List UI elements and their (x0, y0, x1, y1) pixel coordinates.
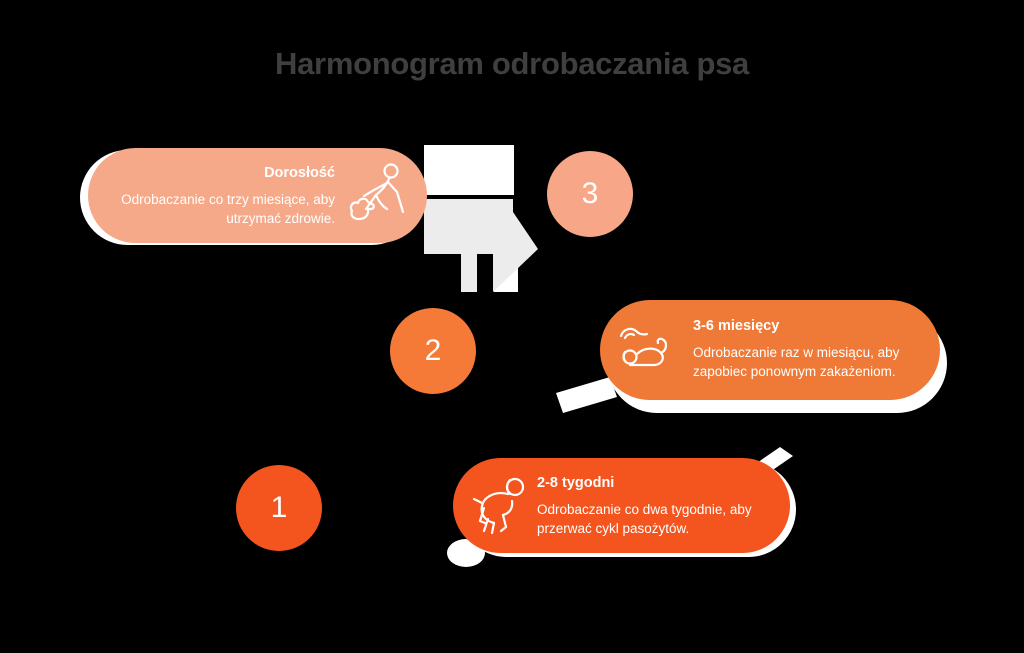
card2-white-wedge (556, 377, 617, 413)
step3-number-circle: 3 (547, 151, 633, 237)
page-title: Harmonogram odrobaczania psa (275, 46, 749, 81)
step3-number: 3 (581, 177, 599, 210)
card3-heading: Dorosłość (264, 165, 335, 181)
card3-body: Odrobaczanie co trzy miesiące, aby utrzy… (121, 192, 335, 226)
card-step-3: Dorosłość Odrobaczanie co trzy miesiące,… (88, 148, 427, 243)
card2-body: Odrobaczanie raz w miesiącu, aby zapobie… (693, 345, 900, 379)
card-step-2: 3-6 miesięcy Odrobaczanie raz w miesiącu… (600, 300, 940, 400)
step2-number: 2 (424, 334, 442, 367)
arrow-gray-chevron (424, 199, 538, 292)
arrow-white-segment (424, 145, 514, 195)
card1-body: Odrobaczanie co dwa tygodnie, aby przerw… (537, 502, 752, 536)
card3-text: Dorosłość Odrobaczanie co trzy miesiące,… (90, 164, 335, 228)
step1-number-circle: 1 (236, 465, 322, 551)
puppy-icon (468, 475, 530, 539)
step1-number: 1 (270, 491, 288, 524)
card2-text: 3-6 miesięcy Odrobaczanie raz w miesiącu… (693, 317, 933, 381)
hand-petting-dog-icon (618, 321, 676, 377)
person-walking-dog-icon (346, 162, 410, 232)
card1-heading: 2-8 tygodni (537, 475, 615, 491)
card1-text: 2-8 tygodni Odrobaczanie co dwa tygodnie… (537, 474, 777, 538)
step2-number-circle: 2 (390, 308, 476, 394)
card2-heading: 3-6 miesięcy (693, 318, 780, 334)
card-step-1: 2-8 tygodni Odrobaczanie co dwa tygodnie… (453, 458, 790, 553)
arrow-white-tip (494, 234, 518, 292)
